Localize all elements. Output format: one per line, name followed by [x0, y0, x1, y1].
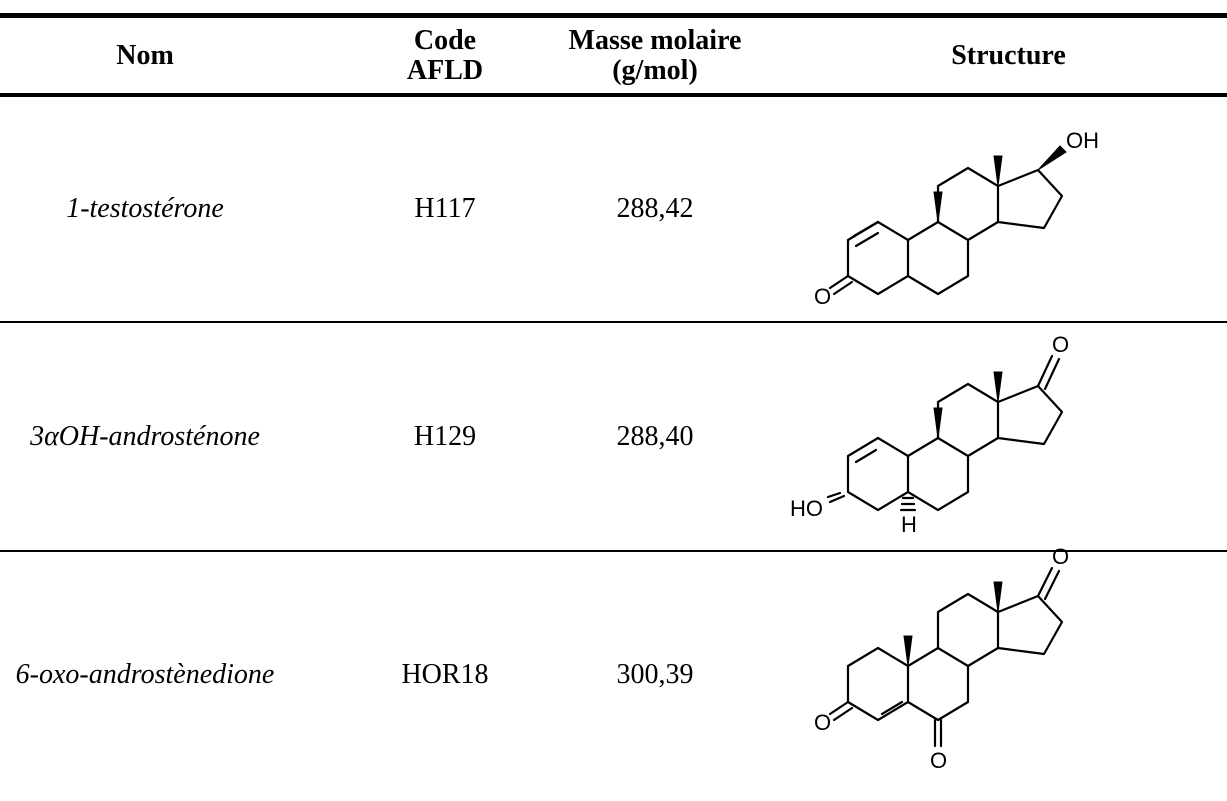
row-1-structure-svg: OH O [814, 128, 1099, 309]
row-2-hash-2 [826, 491, 842, 499]
row-1-co-bond [828, 274, 850, 290]
row-3-ketone17-label: O [1052, 544, 1069, 569]
row-2-methyl-wedge-2 [993, 371, 1003, 403]
top-rule [0, 13, 1227, 18]
row-2-ring-a [846, 436, 910, 512]
row-2-h-label: H [901, 512, 917, 537]
row-1-double-bond [852, 220, 880, 238]
row-1-nom-text: 1-testostérone [66, 193, 224, 224]
row-3-methyl-wedge-2 [993, 581, 1003, 613]
row-3-masse: 300,39 [520, 552, 790, 798]
header-code-line1: Code [413, 25, 477, 56]
row-2-ketone-bond-2 [1043, 357, 1061, 391]
row-3-nom: 6-oxo-androstènedione [0, 552, 290, 798]
row-2-ketone-label: O [1052, 332, 1069, 357]
header-structure: Structure [790, 20, 1227, 92]
row-1-oh-label: OH [1066, 128, 1099, 153]
row-3-nom-text: 6-oxo-androstènedione [15, 659, 275, 690]
row-3-ring-a [846, 646, 910, 722]
row-1-methyl-wedge-1 [933, 191, 943, 223]
row-1-ketone-label: O [814, 284, 831, 309]
row-1-masse: 288,42 [520, 97, 790, 321]
row-3-ketone17-bond [1036, 566, 1054, 598]
row-2-masse-text: 288,40 [616, 420, 694, 452]
row-1-ring-d [996, 168, 1064, 230]
row-2-structure-svg: O HO H [790, 332, 1069, 537]
row-3-structure: O O O [814, 544, 1190, 796]
row-1-co-bond-2 [832, 280, 854, 296]
row-divider-1 [0, 321, 1227, 323]
header-structure-label: Structure [951, 40, 1066, 71]
row-3-ring-c [936, 592, 1000, 668]
row-3-ketone17-bond-2 [1043, 569, 1061, 601]
row-2-hash-1 [828, 494, 846, 504]
header-masse-line1: Masse molaire [568, 25, 742, 56]
row-3-code-text: HOR18 [401, 659, 489, 690]
row-2-ring-c [936, 382, 1000, 458]
header-nom: Nom [0, 20, 290, 92]
row-2-double-bond [854, 448, 878, 464]
row-1-ring-c [936, 166, 1000, 242]
row-2-ketone-bond [1036, 354, 1054, 388]
header-nom-label: Nom [116, 40, 174, 71]
row-1-methyl-wedge-2 [993, 155, 1003, 187]
row-1-structure: OH O [814, 100, 1190, 320]
header-rule [0, 93, 1227, 97]
row-2-code-text: H129 [413, 420, 477, 452]
row-3-ketone6-label: O [930, 748, 947, 773]
row-2-structure: O HO H [790, 326, 1190, 548]
row-3-ring-d [996, 594, 1064, 656]
row-2-methyl-wedge-1 [933, 407, 943, 439]
row-3-ketone3-bond [828, 700, 850, 716]
row-1-double-bond-inner [854, 231, 880, 248]
row-3-ketone3-label: O [814, 710, 831, 735]
row-1-code: H117 [380, 97, 510, 321]
row-3-structure-svg: O O O [814, 544, 1069, 773]
header-masse: Masse molaire (g/mol) [520, 20, 790, 92]
row-2-ho-label: HO [790, 496, 823, 521]
row-3-ketone3-bond-2 [832, 706, 854, 722]
row-2-ring-b [906, 436, 970, 512]
row-1-code-text: H117 [414, 193, 476, 224]
row-2-masse: 288,40 [520, 323, 790, 550]
row-3-code: HOR18 [380, 552, 510, 798]
row-1-masse-text: 288,42 [616, 193, 694, 224]
row-3-double-bond [880, 700, 904, 716]
row-3-methyl-wedge-1 [903, 635, 913, 667]
row-2-code: H129 [380, 323, 510, 550]
header-code-line2: AFLD [406, 55, 484, 86]
header-masse-line2: (g/mol) [612, 55, 698, 86]
row-3-ring-b [906, 646, 970, 722]
row-2-ring-d [996, 384, 1064, 446]
row-divider-2 [0, 550, 1227, 552]
row-1-oh-wedge [1037, 145, 1067, 171]
row-2-nom: 3αOH-androsténone [0, 323, 290, 550]
row-1-ring-b [906, 220, 970, 296]
header-code: Code AFLD [380, 20, 510, 92]
row-1-nom: 1-testostérone [0, 97, 290, 321]
row-2-nom-text: 3αOH-androsténone [30, 420, 260, 452]
row-3-masse-text: 300,39 [616, 659, 694, 690]
